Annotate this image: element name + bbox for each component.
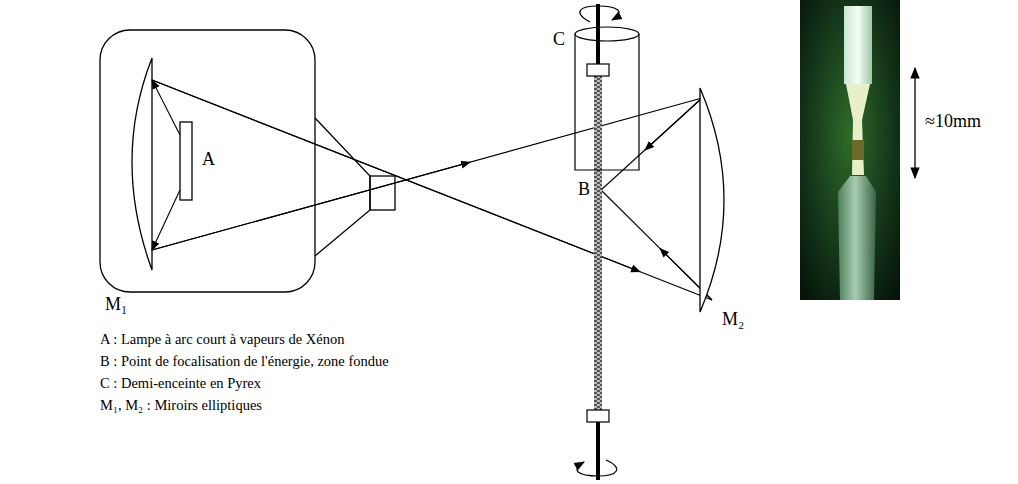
lamp-housing [100,30,395,292]
key-line: M₁, M₂ : Miroirs elliptiques [100,398,262,414]
sample-rod [587,4,609,480]
part-letter: C [553,30,565,50]
pyrex-enclosure [575,27,639,170]
dimension: ≈10mm [925,112,981,132]
elliptic-mirror [700,88,724,312]
light-rays [152,80,712,300]
rotation-arrow [577,6,619,476]
part-letter: B [576,180,592,200]
key-line: B : Point de focalisation de l'énergie, … [100,354,389,370]
part-name: M₁ [105,295,127,315]
key-line: A : Lampe à arc court à vapeurs de Xénon [100,332,344,348]
part-letter: A [202,150,215,170]
xenon-lamp [180,122,192,200]
elliptic-mirror [132,58,152,270]
photo [800,0,915,300]
part-name: M₂ [722,310,744,330]
key-line: C : Demi-enceinte en Pyrex [100,376,261,392]
